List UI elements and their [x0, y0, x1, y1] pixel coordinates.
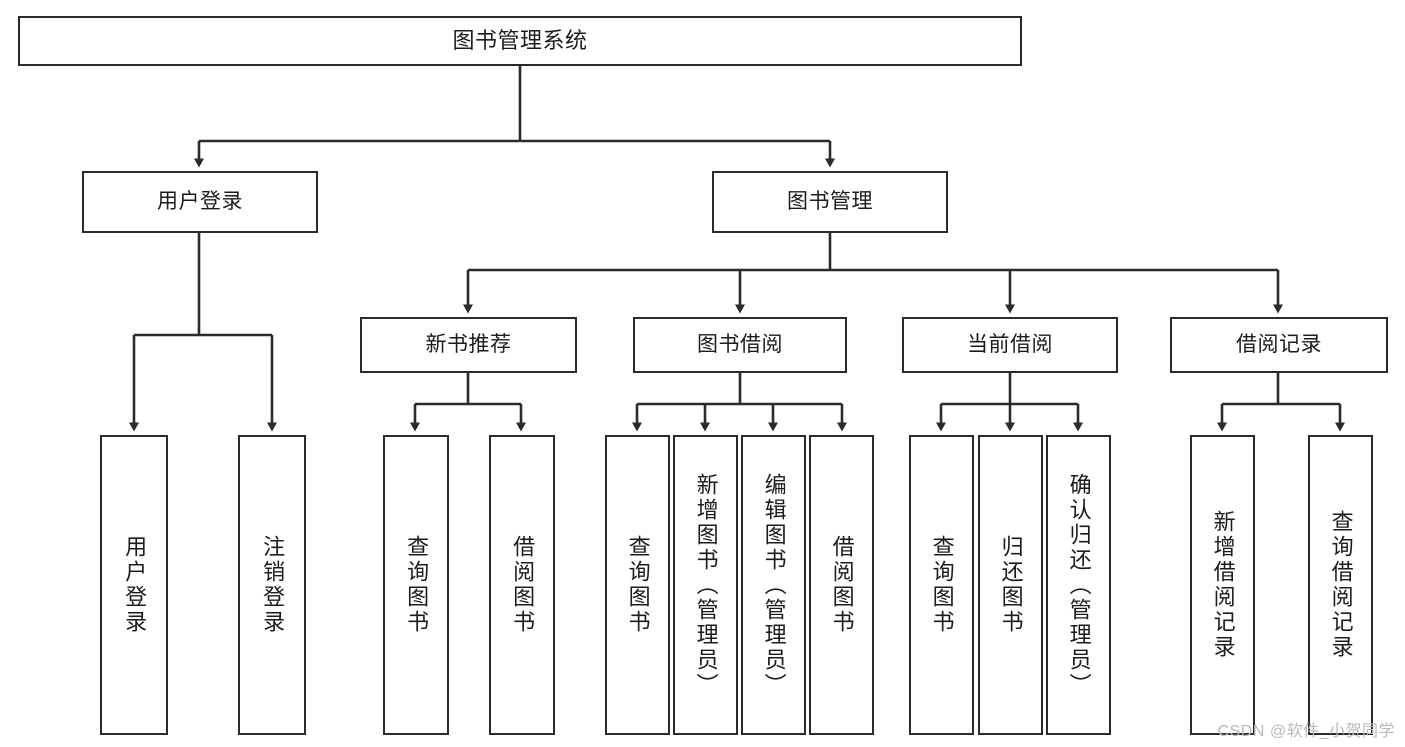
- leaf-confirm-return-admin[interactable]: 确认归还（管理员）: [1046, 435, 1111, 735]
- node-root-library-management-system[interactable]: 图书管理系统: [18, 16, 1022, 66]
- leaf-query-borrowing-record[interactable]: 查询借阅记录: [1308, 435, 1373, 735]
- node-label: 查询图书: [625, 535, 651, 635]
- node-label: 查询借阅记录: [1328, 510, 1354, 660]
- leaf-query-book-current[interactable]: 查询图书: [909, 435, 974, 735]
- node-label: 借阅记录: [1236, 333, 1322, 357]
- node-label: 当前借阅: [967, 333, 1053, 357]
- node-book-borrowing[interactable]: 图书借阅: [633, 317, 847, 373]
- leaf-borrow-book-recommendation[interactable]: 借阅图书: [489, 435, 555, 735]
- node-label: 图书管理: [787, 190, 873, 214]
- leaf-query-book-borrowing[interactable]: 查询图书: [605, 435, 670, 735]
- node-label: 用户登录: [122, 535, 148, 635]
- node-label: 查询图书: [404, 535, 430, 635]
- node-label: 图书借阅: [697, 333, 783, 357]
- node-borrowing-records[interactable]: 借阅记录: [1170, 317, 1388, 373]
- node-label: 借阅图书: [510, 535, 536, 635]
- leaf-user-login[interactable]: 用户登录: [100, 435, 168, 735]
- node-label: 查询图书: [929, 535, 955, 635]
- leaf-logout[interactable]: 注销登录: [238, 435, 306, 735]
- node-label: 借阅图书: [829, 535, 855, 635]
- node-book-management[interactable]: 图书管理: [712, 171, 948, 233]
- leaf-borrow-book[interactable]: 借阅图书: [809, 435, 874, 735]
- node-label: 新增图书（管理员）: [693, 472, 719, 698]
- node-label: 归还图书: [998, 535, 1024, 635]
- leaf-add-borrowing-record[interactable]: 新增借阅记录: [1190, 435, 1255, 735]
- leaf-query-book-recommendation[interactable]: 查询图书: [383, 435, 449, 735]
- node-label: 图书管理系统: [452, 27, 588, 53]
- leaf-edit-book-admin[interactable]: 编辑图书（管理员）: [741, 435, 806, 735]
- node-label: 确认归还（管理员）: [1066, 472, 1092, 698]
- node-label: 注销登录: [260, 535, 286, 635]
- node-new-book-recommendation[interactable]: 新书推荐: [360, 317, 577, 373]
- node-current-borrowing[interactable]: 当前借阅: [902, 317, 1118, 373]
- node-label: 编辑图书（管理员）: [761, 472, 787, 698]
- leaf-add-book-admin[interactable]: 新增图书（管理员）: [673, 435, 738, 735]
- node-label: 新书推荐: [425, 333, 512, 357]
- node-label: 新增借阅记录: [1210, 510, 1236, 660]
- node-user-login[interactable]: 用户登录: [82, 171, 318, 233]
- node-label: 用户登录: [157, 190, 243, 214]
- leaf-return-book[interactable]: 归还图书: [978, 435, 1043, 735]
